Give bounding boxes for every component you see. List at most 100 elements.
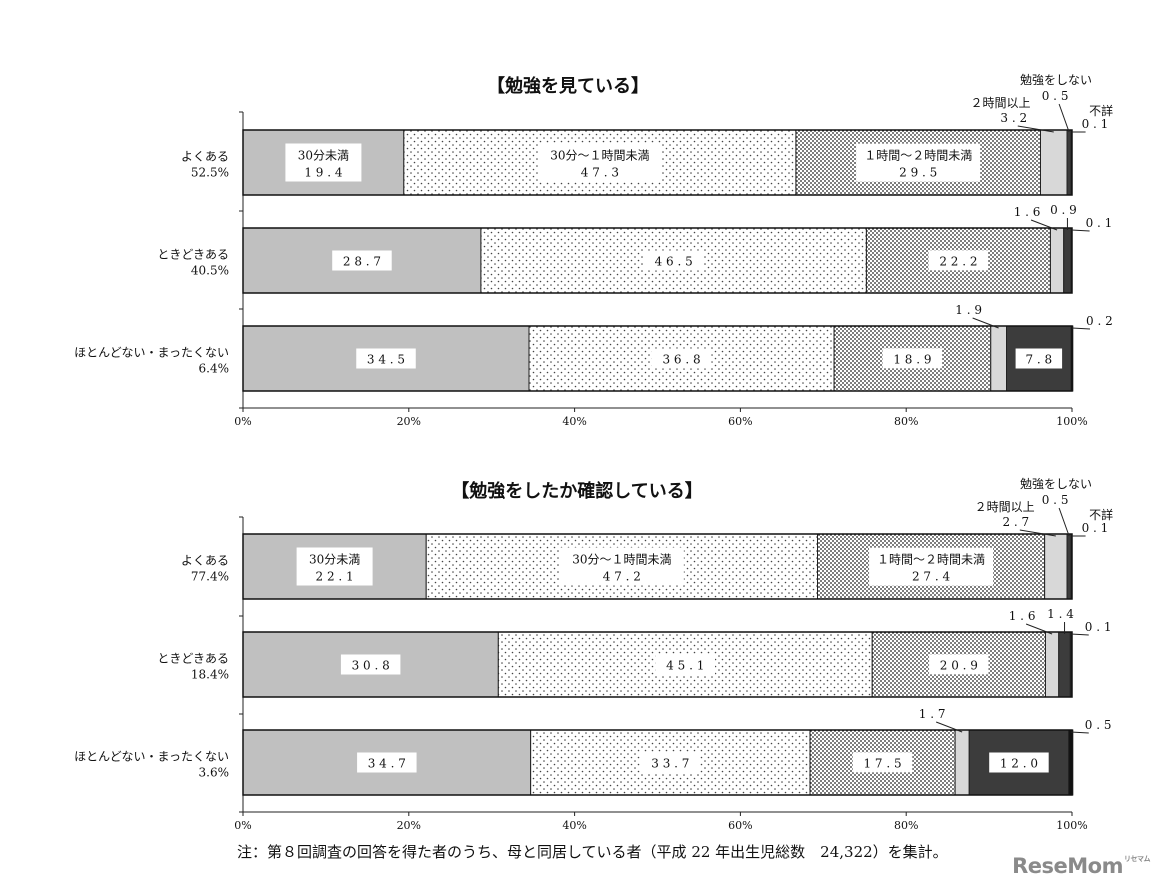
data-label: 1 . 6 [1009, 609, 1036, 623]
series-name-label: 30分～１時間未満 [572, 553, 671, 567]
x-tick-label: 100% [1056, 819, 1087, 832]
label-box [929, 654, 989, 675]
bar-segment [1066, 129, 1072, 196]
data-label: 3 3 . 7 [651, 757, 689, 771]
bar-segment [954, 729, 970, 796]
series-name-label: １時間～２時間未満 [877, 553, 985, 567]
data-label: 7 . 8 [1025, 353, 1052, 367]
bar-segment [425, 533, 818, 600]
data-label: 1 8 . 9 [893, 353, 931, 367]
label-box [356, 348, 416, 369]
resemom-logo: ReseMomリセマム [1012, 854, 1150, 878]
x-tick-label: 40% [562, 819, 586, 832]
category-percent: 40.5% [191, 264, 229, 278]
category-label: よくある [181, 554, 229, 568]
label-box [1015, 348, 1063, 369]
data-label: 0 . 1 [1082, 521, 1109, 535]
category-percent: 77.4% [191, 570, 229, 584]
x-tick-label: 20% [397, 819, 421, 832]
data-label: 0 . 1 [1085, 620, 1112, 634]
leader-line [1030, 219, 1058, 231]
leader-line [1070, 633, 1089, 636]
series-name-label: 30分未満 [298, 149, 349, 163]
category-label: よくある [181, 150, 229, 164]
x-tick-label: 60% [728, 415, 752, 428]
series-name-label: １時間～２時間未満 [864, 149, 972, 163]
data-label: 2 2 . 2 [939, 255, 977, 269]
data-label: 0 . 2 [1086, 314, 1113, 328]
leader-line [1070, 731, 1089, 734]
label-box [856, 143, 981, 182]
label-box [340, 654, 401, 675]
bar-segment [1039, 129, 1068, 196]
data-label: 0 . 5 [1042, 493, 1069, 507]
data-label: 3 4 . 5 [367, 353, 405, 367]
bar-frame [242, 533, 1073, 600]
data-label: 2 2 . 1 [316, 570, 354, 584]
leader-line [1071, 327, 1091, 330]
data-label: 1 . 6 [1014, 205, 1041, 219]
chart-title: 【勉強を見ている】 [487, 75, 649, 97]
bar-segment [1049, 227, 1065, 294]
category-label: ほとんどない・まったくない [74, 346, 229, 360]
bar-segment [1044, 631, 1060, 698]
leader-line [1058, 103, 1070, 133]
data-label: 3 0 . 8 [352, 659, 390, 673]
label-box [296, 547, 373, 586]
label-box [655, 654, 716, 675]
category-percent: 52.5% [191, 166, 229, 180]
series-name-label: 勉強をしない [1020, 73, 1092, 87]
data-label: 0 . 5 [1042, 89, 1069, 103]
label-box [357, 752, 417, 773]
series-name-label: ２時間以上 [970, 96, 1030, 110]
series-name-label: 30分未満 [309, 553, 360, 567]
data-label: 2 0 . 9 [940, 659, 978, 673]
bar-frame [242, 227, 1073, 294]
bar-frame [242, 729, 1073, 796]
chart-title: 【勉強をしたか確認している】 [451, 480, 702, 502]
label-box [332, 250, 392, 271]
series-name-label: ２時間以上 [975, 500, 1035, 514]
x-tick-label: 80% [894, 819, 918, 832]
label-box [928, 250, 989, 271]
data-label: 3 4 . 7 [368, 757, 406, 771]
data-label: 1 2 . 0 [1000, 757, 1038, 771]
leader-line [1025, 623, 1053, 635]
label-box [869, 547, 994, 586]
x-tick-label: 0% [234, 415, 251, 428]
data-label: 2 . 7 [1002, 515, 1029, 529]
bar-frame [242, 129, 1073, 196]
data-label: 0 . 5 [1085, 718, 1112, 732]
data-label: 1 7 . 5 [863, 757, 901, 771]
x-tick-label: 40% [562, 415, 586, 428]
series-name-label: 30分～１時間未満 [550, 149, 649, 163]
x-tick-label: 20% [397, 415, 421, 428]
category-percent: 6.4% [199, 362, 230, 376]
bar-segment [1066, 533, 1072, 600]
leader-line [1017, 125, 1054, 133]
bar-segment [990, 325, 1008, 392]
bar-segment [1063, 227, 1072, 294]
category-percent: 18.4% [191, 668, 229, 682]
data-label: 1 . 4 [1047, 607, 1074, 621]
footnote: 注：第８回調査の回答を得た者のうち、母と同居している者（平成 22 年出生児総数… [237, 843, 948, 861]
data-label: 4 7 . 2 [603, 570, 641, 584]
bar-frame [242, 631, 1073, 698]
data-label: 1 . 9 [955, 303, 982, 317]
leader-line [935, 721, 963, 733]
label-box [651, 348, 712, 369]
x-tick-label: 60% [728, 819, 752, 832]
label-box [559, 547, 684, 586]
bar-segment [1069, 631, 1072, 698]
x-tick-label: 80% [894, 415, 918, 428]
label-box [643, 250, 704, 271]
data-label: 4 7 . 3 [581, 166, 619, 180]
leader-line [1019, 529, 1056, 537]
bar-frame [242, 325, 1073, 392]
data-label: 2 7 . 4 [912, 570, 951, 584]
data-label: 2 9 . 5 [899, 166, 937, 180]
series-name-label: 不詳 [1089, 103, 1113, 118]
label-box [537, 143, 662, 182]
